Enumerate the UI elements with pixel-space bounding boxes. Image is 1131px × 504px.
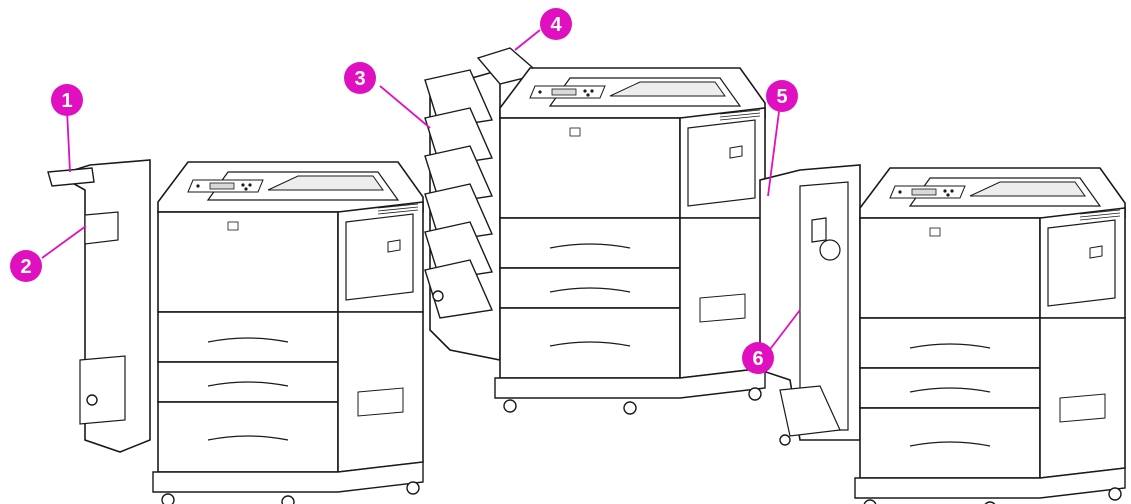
booklet-maker-unit <box>759 164 861 446</box>
printer-with-multibin-mailbox <box>424 47 766 415</box>
printer-with-stapler-stacker <box>47 159 424 504</box>
printer-with-booklet-maker <box>759 164 1126 504</box>
callout-1-label: 1 <box>61 90 72 112</box>
callout-leaders <box>41 29 801 353</box>
stapler-stacker-unit <box>47 159 151 453</box>
callout-2-label: 2 <box>20 256 31 278</box>
callout-3: 3 <box>344 62 376 94</box>
callout-1: 1 <box>51 84 83 116</box>
callout-6-label: 6 <box>752 348 763 370</box>
callout-4-label: 4 <box>550 14 562 36</box>
callout-3-label: 3 <box>354 68 365 90</box>
multibin-mailbox-unit <box>424 47 542 361</box>
callout-4: 4 <box>540 8 572 40</box>
callout-5: 5 <box>766 80 798 112</box>
callout-6: 6 <box>742 342 774 374</box>
callout-2: 2 <box>10 250 42 282</box>
callout-5-label: 5 <box>776 86 787 108</box>
